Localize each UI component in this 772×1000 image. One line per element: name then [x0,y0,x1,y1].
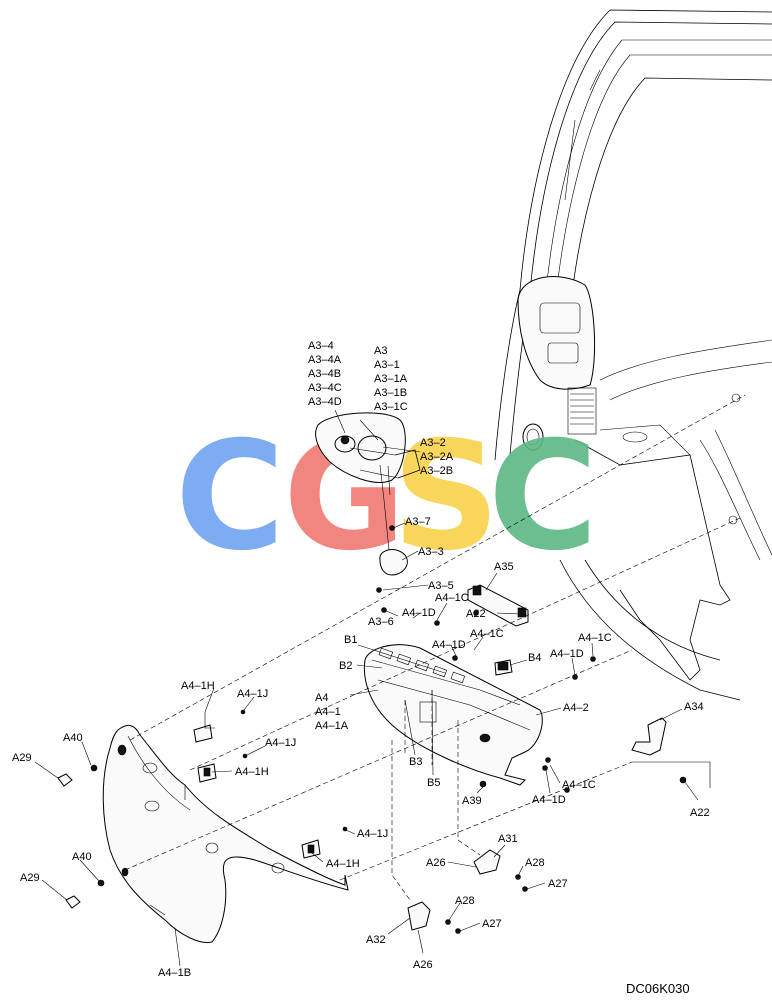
label-a4-1c-b: A4–1C [470,628,504,640]
label-a27-a: A27 [548,878,568,890]
label-a29-b: A29 [20,872,40,884]
label-a4-1d-a: A4–1D [402,607,436,619]
label-a40-a: A40 [63,732,83,744]
label-a4-1a: A4–1A [315,720,349,732]
assembly-lines [124,393,746,901]
label-a4-1h-b: A4–1H [235,766,269,778]
label-a34: A34 [684,701,704,713]
label-b1: B1 [344,634,357,646]
watermark-letter-s: S [392,410,500,584]
brackets-drawing [407,717,687,934]
air-duct-a3-drawing [315,412,421,613]
label-a26-b: A26 [413,959,433,971]
label-a4: A4 [315,692,328,704]
clips-drawing [193,709,348,859]
label-a4-1c-a: A4–1C [435,592,469,604]
label-b3: B3 [409,756,422,768]
diagram-code: DC06K030 [626,981,690,996]
label-a35: A35 [494,561,514,573]
label-b5: B5 [427,777,440,789]
label-a3-2a: A3–2A [420,451,454,463]
watermark-letter-c2: C [488,410,598,584]
label-a39: A39 [462,795,482,807]
label-a22-b: A22 [690,807,710,819]
label-a4-1c-c: A4–1C [578,632,612,644]
label-a3: A3 [374,345,387,357]
part-labels: A3–4 A3–4A A3–4B A3–4C A3–4D A3 A3–1 A3–… [12,340,710,996]
label-a28-a: A28 [525,857,545,869]
side-panel-a4-1b-drawing [102,724,349,944]
console-a4-drawing [363,620,596,788]
label-a28-b: A28 [455,895,475,907]
label-a22-a: A22 [466,608,486,620]
label-a3-6: A3–6 [368,616,394,628]
screws-drawing [57,764,105,909]
label-a3-1: A3–1 [374,359,400,371]
label-a3-1b: A3–1B [374,387,407,399]
label-a27-b: A27 [482,918,502,930]
label-a4-1d-c: A4–1D [550,648,584,660]
label-a40-b: A40 [72,851,92,863]
label-a3-5: A3–5 [428,580,454,592]
label-a4-1d-d: A4–1D [532,794,566,806]
label-a3-4b: A3–4B [308,368,341,380]
cab-frame-drawing [494,9,772,701]
label-a4-1j-a: A4–1J [237,688,268,700]
label-a3-1c: A3–1C [374,401,408,413]
label-a3-3: A3–3 [418,546,444,558]
label-b4: B4 [528,652,541,664]
label-a3-2: A3–2 [420,437,446,449]
label-a3-4c: A3–4C [308,382,342,394]
label-a3-7: A3–7 [405,516,431,528]
label-a4-1j-b: A4–1J [265,737,296,749]
label-a26-a: A26 [426,857,446,869]
label-a3-4a: A3–4A [308,354,342,366]
label-a29-a: A29 [12,752,32,764]
label-a3-1a: A3–1A [374,373,408,385]
leader-lines [34,409,699,967]
label-a4-1: A4–1 [315,706,341,718]
label-a4-1h-a: A4–1H [181,680,215,692]
label-a32: A32 [366,934,386,946]
monitor-drawing [517,276,597,451]
label-a4-2: A4–2 [563,702,589,714]
label-a31: A31 [498,833,518,845]
label-a4-1h-c: A4–1H [326,858,360,870]
label-a3-4d: A3–4D [308,396,342,408]
watermark-letter-c1: C [175,410,285,584]
label-a3-4: A3–4 [308,340,334,352]
label-a4-1d-b: A4–1D [432,639,466,651]
label-a4-1j-c: A4–1J [357,828,388,840]
label-a4-1b: A4–1B [158,967,191,979]
label-a3-2b: A3–2B [420,465,453,477]
label-b2: B2 [339,660,352,672]
bracket-a35-drawing [467,584,529,627]
label-a4-1c-d: A4–1C [562,779,596,791]
